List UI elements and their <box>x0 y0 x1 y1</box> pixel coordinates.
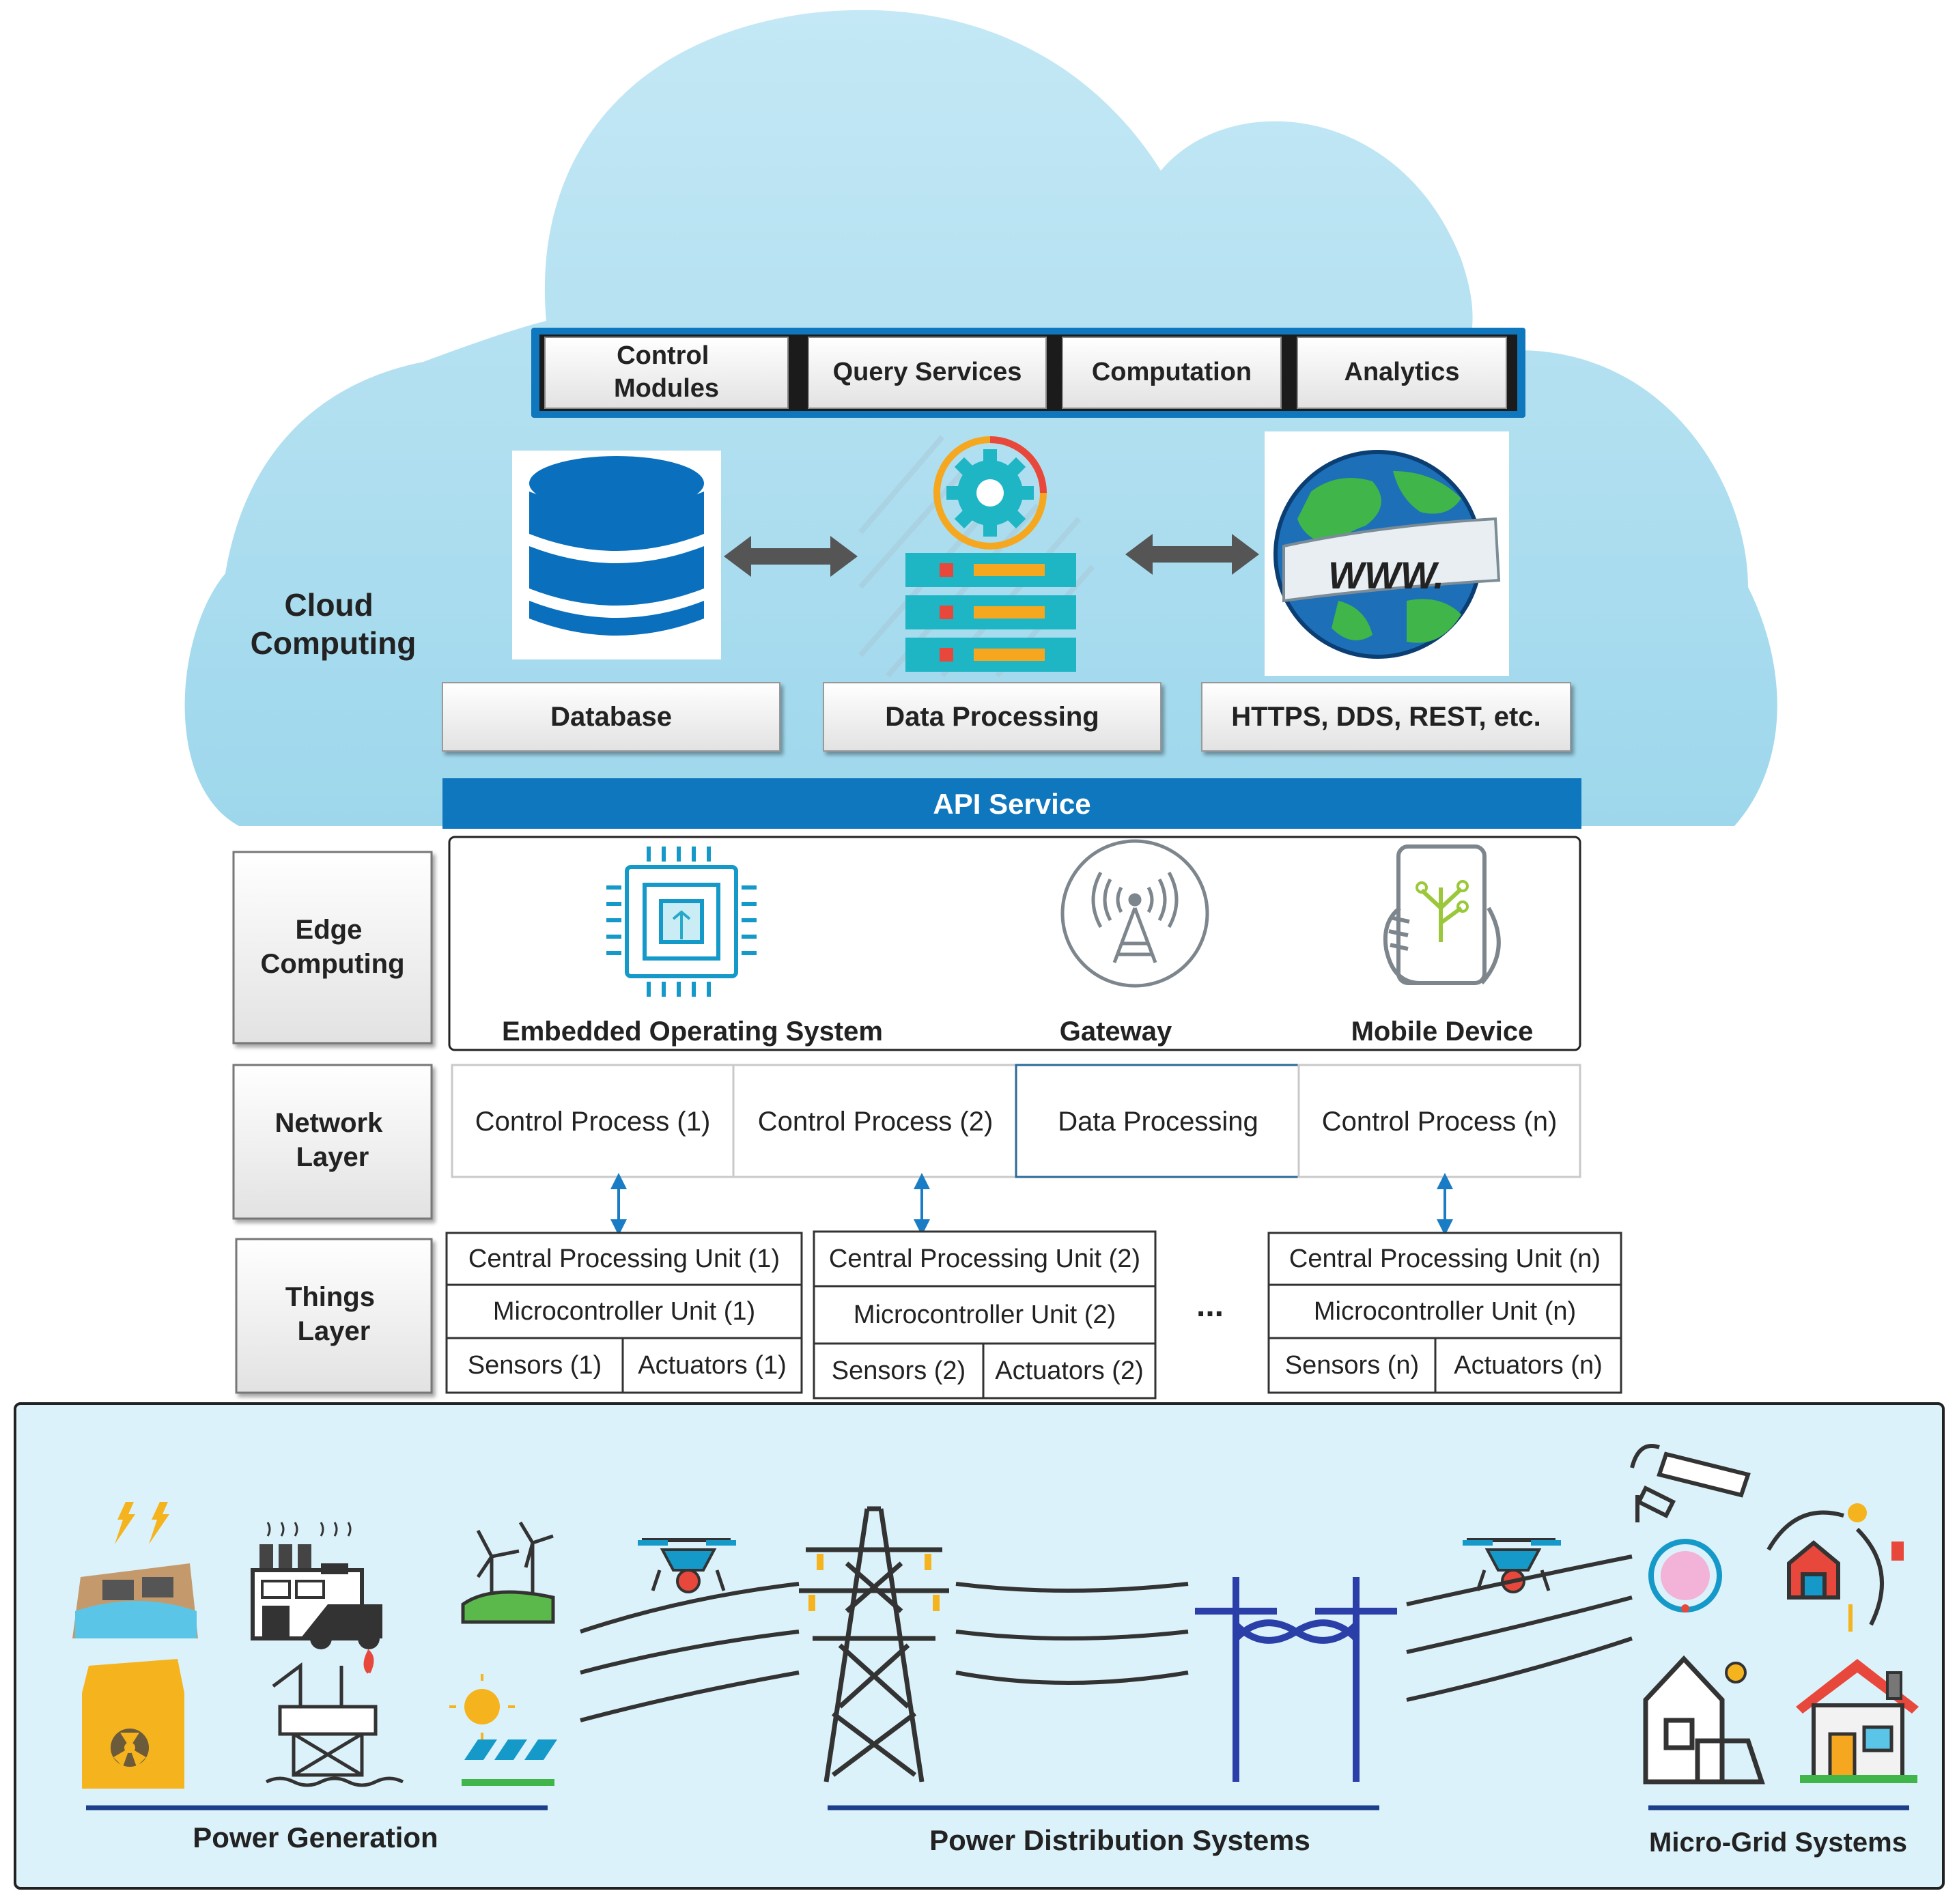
service-computation[interactable]: Computation <box>1062 337 1282 409</box>
things-sensors-1: Sensors (1) <box>468 1351 602 1380</box>
power-distribution-label: Power Distribution Systems <box>929 1824 1310 1856</box>
transmission-tower-icon <box>799 1506 949 1782</box>
api-service-bar[interactable]: API Service <box>442 778 1581 829</box>
things-actuators-1: Actuators (1) <box>638 1351 787 1380</box>
micro-grid-label: Micro-Grid Systems <box>1649 1828 1907 1858</box>
factory-icon <box>251 1522 382 1649</box>
svg-text:Control Modules: Control Modules <box>614 341 719 403</box>
chip-icon <box>606 847 757 997</box>
bottom-panel <box>14 1402 1945 1890</box>
things-cpu-1: Central Processing Unit (1) <box>468 1245 780 1273</box>
smart-meter-icon <box>1648 1539 1722 1612</box>
cloud-computing-label: Cloud Computing <box>251 587 417 661</box>
data-processing-label: Data Processing <box>885 702 1099 732</box>
hydro-dam-icon <box>72 1502 198 1638</box>
oil-rig-icon <box>265 1649 404 1787</box>
edge-panel <box>448 836 1581 1051</box>
double-arrow-db-dp <box>724 536 858 577</box>
gateway-antenna-icon <box>1060 839 1209 988</box>
things-sensors-2: Sensors (2) <box>832 1356 966 1385</box>
things-mcu-1: Microcontroller Unit (1) <box>493 1297 755 1326</box>
drone-icon-left <box>638 1538 736 1593</box>
network-row <box>451 1064 1581 1178</box>
service-analytics[interactable]: Analytics <box>1297 337 1507 409</box>
things-layer-label: Things Layer <box>285 1282 382 1346</box>
database-label: Database <box>550 702 672 732</box>
embedded-os-label: Embedded Operating System <box>502 1017 883 1047</box>
things-sensors-n: Sensors (n) <box>1285 1351 1419 1380</box>
svg-text:Query Services: Query Services <box>833 358 1022 386</box>
edge-computing-label: Edge Computing <box>260 915 404 979</box>
network-layer-label-box <box>232 1064 433 1220</box>
things-layer-label-box <box>235 1238 433 1394</box>
smart-home-icon <box>1766 1503 1904 1632</box>
power-lines-middle <box>955 1582 1189 1685</box>
protocols-label-box[interactable] <box>1201 682 1571 752</box>
power-generation-label: Power Generation <box>193 1821 438 1853</box>
things-group-n <box>1267 1232 1622 1394</box>
mobile-device-icon <box>1383 844 1501 985</box>
drone-icon-right <box>1463 1538 1561 1593</box>
mobile-device-label: Mobile Device <box>1351 1017 1534 1047</box>
svg-text:API Service: API Service <box>933 788 1090 820</box>
database-icon <box>512 451 721 659</box>
network-cell-control-process-n: Control Process (n) <box>1322 1107 1558 1137</box>
house-icon <box>1796 1659 1919 1783</box>
solar-panel-icon <box>449 1674 557 1786</box>
things-group-1 <box>445 1232 803 1394</box>
wind-turbine-icon <box>461 1521 555 1624</box>
protocols-label: HTTPS, DDS, REST, etc. <box>1231 702 1540 732</box>
things-mcu-n: Microcontroller Unit (n) <box>1314 1297 1576 1326</box>
things-group-2 <box>813 1230 1157 1399</box>
utility-poles-icon <box>1195 1577 1397 1782</box>
globe-www-icon: WWW. <box>1265 431 1509 676</box>
solar-house-icon <box>1643 1655 1765 1785</box>
power-lines-right <box>1406 1554 1633 1702</box>
things-cpu-n: Central Processing Unit (n) <box>1289 1245 1601 1273</box>
security-camera-icon <box>1630 1444 1751 1522</box>
server-gear-icon <box>858 435 1095 678</box>
data-processing-label-box[interactable] <box>823 682 1161 752</box>
database-label-box[interactable] <box>442 682 780 752</box>
service-control-modules[interactable]: Control Modules <box>544 337 789 409</box>
double-arrow-dp-www <box>1125 534 1259 575</box>
things-cpu-2: Central Processing Unit (2) <box>829 1245 1140 1273</box>
network-things-arrows <box>610 1173 1453 1236</box>
svg-text:WWW.: WWW. <box>1328 554 1444 597</box>
things-actuators-n: Actuators (n) <box>1454 1351 1603 1380</box>
edge-computing-label-box <box>232 851 433 1045</box>
network-cell-control-process-2: Control Process (2) <box>758 1107 994 1137</box>
network-cell-data-processing: Data Processing <box>1058 1107 1258 1137</box>
svg-text:Analytics: Analytics <box>1344 358 1460 386</box>
service-query-services[interactable]: Query Services <box>808 337 1047 409</box>
network-cell-control-process-1: Control Process (1) <box>475 1107 711 1137</box>
power-lines-left <box>580 1582 800 1722</box>
things-ellipsis: ... <box>1196 1288 1224 1324</box>
gateway-label: Gateway <box>1060 1017 1172 1047</box>
things-mcu-2: Microcontroller Unit (2) <box>854 1301 1116 1329</box>
network-layer-label: Network Layer <box>275 1108 391 1172</box>
svg-text:Computation: Computation <box>1092 358 1252 386</box>
nuclear-plant-icon <box>82 1659 184 1789</box>
things-actuators-2: Actuators (2) <box>995 1356 1144 1385</box>
